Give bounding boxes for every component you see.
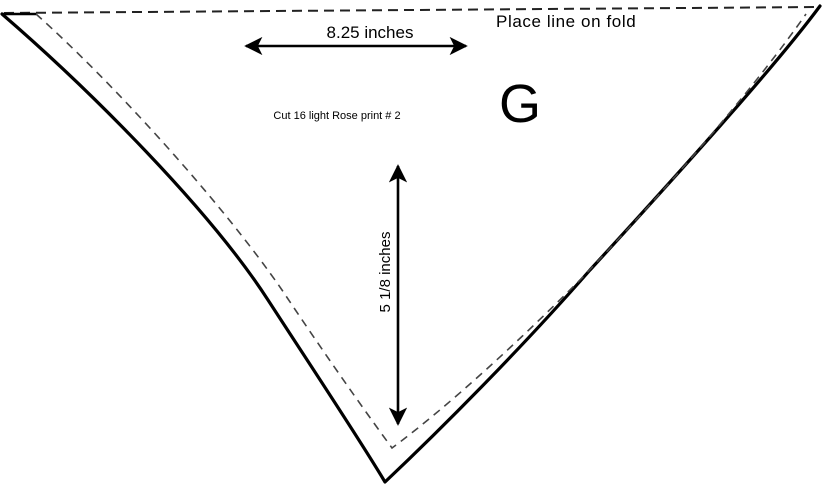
cut-instruction: Cut 16 light Rose print # 2	[273, 110, 400, 122]
cutting-line	[0, 4, 822, 484]
piece-letter: G	[499, 74, 541, 134]
seam-line	[35, 13, 807, 450]
width-measure-label: 8.25 inches	[327, 23, 414, 42]
height-measure-label: 5 1/8 inches	[377, 232, 394, 313]
fold-instruction: Place line on fold	[496, 12, 636, 31]
fold-line	[3, 6, 821, 14]
